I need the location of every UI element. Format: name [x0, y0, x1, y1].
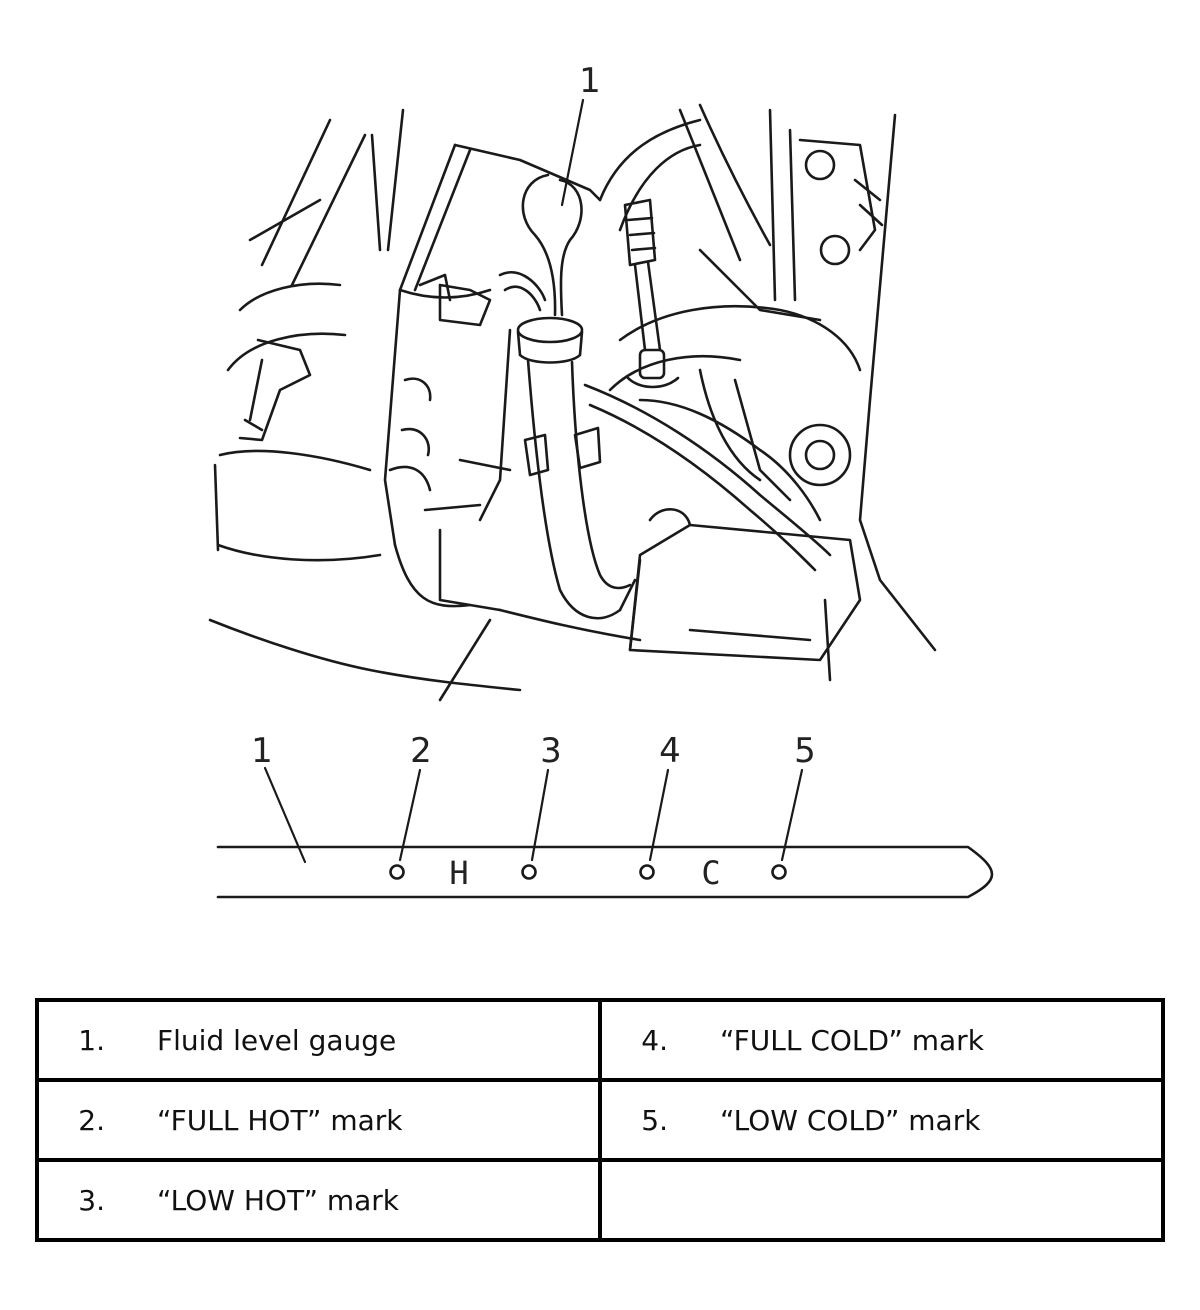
legend-cell: 3. “LOW HOT” mark [35, 1158, 602, 1242]
legend-cell: 5. “LOW COLD” mark [598, 1078, 1165, 1162]
legend-label: “FULL HOT” mark [157, 1103, 403, 1137]
legend-label: “FULL COLD” mark [720, 1023, 984, 1057]
cold-mark-letter: C [701, 854, 720, 892]
legend-row: 3. “LOW HOT” mark [35, 1158, 1165, 1242]
legend-number: 2. [78, 1103, 105, 1137]
full-cold-hole [639, 864, 655, 880]
callout-2: 2 [410, 731, 432, 771]
legend-row: 2. “FULL HOT” mark 5. “LOW COLD” mark [35, 1078, 1165, 1162]
low-hot-hole [521, 864, 537, 880]
legend-number: 3. [78, 1183, 105, 1217]
callout-4: 4 [659, 731, 681, 771]
callout-top-1: 1 [579, 61, 601, 101]
legend-label: “LOW COLD” mark [720, 1103, 981, 1137]
engine-diagram: 1 1 2 3 4 5 H C [208, 61, 994, 899]
hot-mark-letter: H [449, 854, 468, 892]
legend-number: 5. [641, 1103, 668, 1137]
legend-label: Fluid level gauge [157, 1023, 397, 1057]
leader-lines [263, 98, 804, 864]
engine-assembly [208, 103, 937, 702]
legend-table: 1. Fluid level gauge 4. “FULL COLD” mark… [35, 998, 1165, 1242]
callout-3: 3 [540, 731, 562, 771]
legend-cell: 1. Fluid level gauge [35, 998, 602, 1082]
legend-cell-empty [598, 1158, 1165, 1242]
legend-row: 1. Fluid level gauge 4. “FULL COLD” mark [35, 998, 1165, 1082]
dipstick-blade [216, 845, 994, 899]
low-cold-hole [771, 864, 787, 880]
callout-1: 1 [251, 731, 273, 771]
full-hot-hole [389, 864, 405, 880]
legend-number: 1. [78, 1023, 105, 1057]
dipstick-tube [478, 173, 637, 620]
legend-number: 4. [641, 1023, 668, 1057]
callout-5: 5 [794, 731, 816, 771]
legend-label: “LOW HOT” mark [157, 1183, 400, 1217]
legend-cell: 2. “FULL HOT” mark [35, 1078, 602, 1162]
legend-cell: 4. “FULL COLD” mark [598, 998, 1165, 1082]
